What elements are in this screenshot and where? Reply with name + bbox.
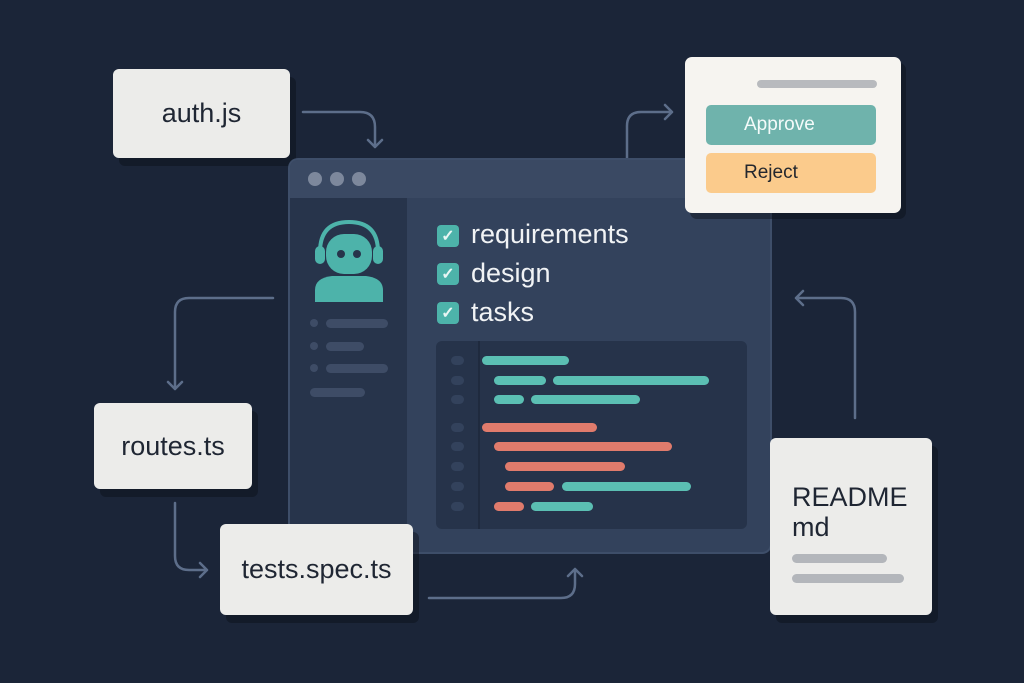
file-card-routes[interactable]: routes.ts	[94, 403, 252, 489]
window-dot[interactable]	[352, 172, 366, 186]
code-line	[494, 395, 524, 404]
arrow-window-to-approval	[625, 103, 674, 160]
file-name: README	[792, 482, 908, 512]
file-name: tests.spec.ts	[241, 554, 392, 584]
file-extension: md	[792, 512, 830, 542]
approve-button[interactable]: Approve	[706, 105, 876, 145]
approval-dialog: Approve Reject	[685, 57, 901, 213]
checklist-item: tasks	[471, 297, 535, 327]
checklist-item: design	[471, 258, 551, 288]
file-name: auth.js	[161, 98, 242, 128]
file-card-tests[interactable]: tests.spec.ts	[220, 524, 413, 615]
file-card-auth[interactable]: auth.js	[113, 69, 290, 158]
checkbox-checked-icon[interactable]: ✓	[437, 302, 459, 324]
code-line	[531, 395, 640, 404]
reject-button[interactable]: Reject	[706, 153, 876, 193]
window-dot[interactable]	[330, 172, 344, 186]
arrow-window-to-routes	[166, 296, 275, 391]
arrow-tests-to-window	[427, 567, 584, 600]
code-line	[531, 502, 593, 511]
code-panel	[436, 341, 747, 529]
arrow-readme-to-window	[794, 289, 857, 420]
sidebar	[290, 198, 407, 552]
code-line	[494, 442, 672, 451]
code-line	[494, 376, 546, 385]
checkbox-checked-icon[interactable]: ✓	[437, 225, 459, 247]
code-line	[553, 376, 709, 385]
window-dot[interactable]	[308, 172, 322, 186]
code-line	[505, 482, 554, 491]
code-line	[482, 356, 569, 365]
editor-window: ✓ requirements ✓ design ✓ tasks	[290, 160, 770, 552]
code-line	[505, 462, 625, 471]
checklist-item: requirements	[471, 219, 629, 249]
code-line	[494, 502, 524, 511]
checkbox-checked-icon[interactable]: ✓	[437, 263, 459, 285]
agent-headset-icon	[315, 219, 383, 302]
code-line	[562, 482, 691, 491]
code-line	[482, 423, 597, 432]
arrow-routes-to-tests	[173, 501, 209, 579]
file-name: routes.ts	[121, 430, 225, 461]
arrow-auth-to-window	[301, 110, 384, 149]
